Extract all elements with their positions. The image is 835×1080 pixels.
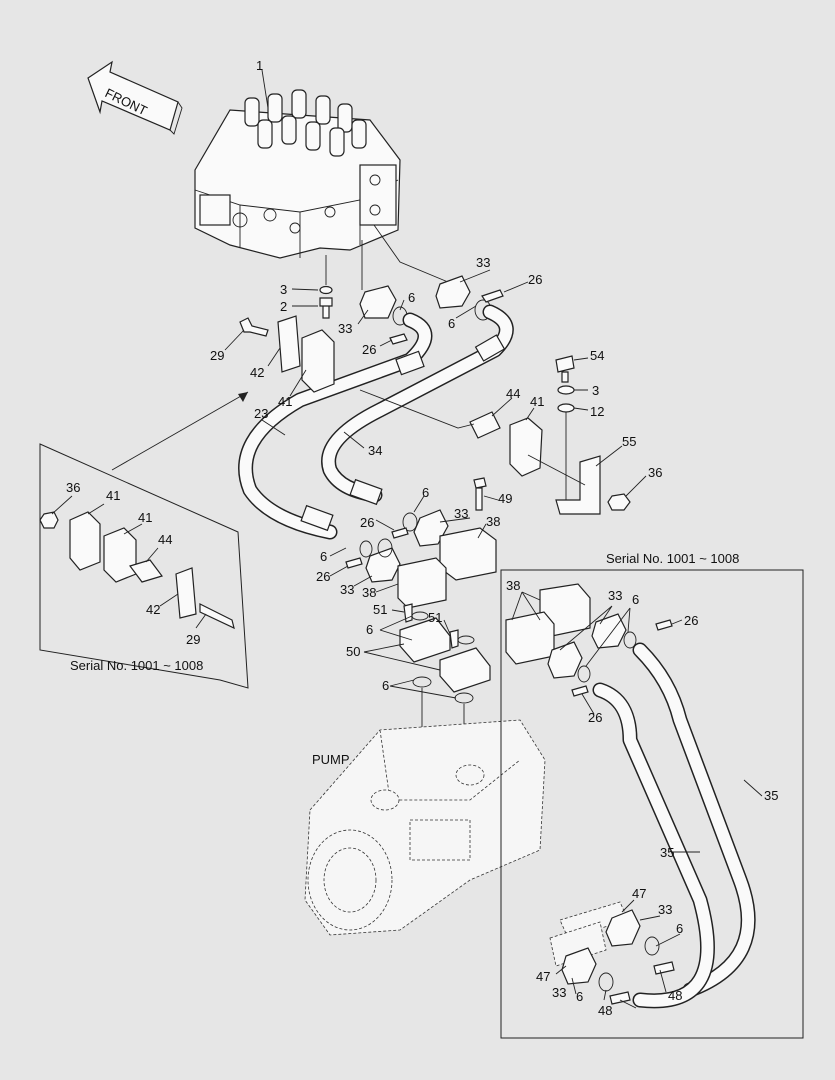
callout-26: 26 (588, 710, 602, 725)
callout-6: 6 (408, 290, 415, 305)
callout-33: 33 (454, 506, 468, 521)
callout-35: 35 (660, 845, 674, 860)
callout-6: 6 (448, 316, 455, 331)
callout-33: 33 (340, 582, 354, 597)
callout-26: 26 (316, 569, 330, 584)
callout-36: 36 (66, 480, 80, 495)
callout-47: 47 (536, 969, 550, 984)
callout-6: 6 (676, 921, 683, 936)
pump-label: PUMP (312, 752, 350, 767)
callout-44: 44 (506, 386, 520, 401)
callout-6: 6 (366, 622, 373, 637)
callout-2: 2 (280, 299, 287, 314)
callout-26: 26 (528, 272, 542, 287)
callout-6: 6 (576, 989, 583, 1004)
callout-26: 26 (684, 613, 698, 628)
callout-41: 41 (106, 488, 120, 503)
callout-38: 38 (362, 585, 376, 600)
callout-26: 26 (362, 342, 376, 357)
callout-3: 3 (592, 383, 599, 398)
callout-44: 44 (158, 532, 172, 547)
callout-50: 50 (346, 644, 360, 659)
front-arrow: FRONT (87, 60, 183, 135)
callout-35: 35 (764, 788, 778, 803)
callout-49: 49 (498, 491, 512, 506)
callout-38: 38 (506, 578, 520, 593)
callout-33: 33 (608, 588, 622, 603)
callout-48: 48 (598, 1003, 612, 1018)
callout-6: 6 (632, 592, 639, 607)
callout-48: 48 (668, 988, 682, 1003)
serial-note-right: Serial No. 1001 ~ 1008 (606, 551, 739, 566)
callout-51: 51 (373, 602, 387, 617)
callout-36: 36 (648, 465, 662, 480)
callout-34: 34 (368, 443, 382, 458)
callout-41: 41 (278, 394, 292, 409)
callout-6: 6 (320, 549, 327, 564)
callout-42: 42 (250, 365, 264, 380)
serial-note-left: Serial No. 1001 ~ 1008 (70, 658, 203, 673)
callout-26: 26 (360, 515, 374, 530)
pump (304, 719, 546, 936)
callout-33: 33 (476, 255, 490, 270)
callout-41: 41 (530, 394, 544, 409)
callout-38: 38 (486, 514, 500, 529)
callout-29: 29 (186, 632, 200, 647)
callout-3: 3 (280, 282, 287, 297)
callout-23: 23 (254, 406, 268, 421)
callout-labels: 1 3 2 29 42 41 23 33 6 26 33 6 26 54 3 1… (66, 58, 778, 1018)
callout-47: 47 (632, 886, 646, 901)
callout-6: 6 (382, 678, 389, 693)
left-inset-parts (39, 511, 235, 630)
callout-12: 12 (590, 404, 604, 419)
callout-42: 42 (146, 602, 160, 617)
callout-33: 33 (338, 321, 352, 336)
callout-33: 33 (658, 902, 672, 917)
callout-33: 33 (552, 985, 566, 1000)
callout-1: 1 (256, 58, 263, 73)
callout-29: 29 (210, 348, 224, 363)
right-inset-parts (505, 583, 756, 1009)
callout-51: 51 (428, 610, 442, 625)
callout-55: 55 (622, 434, 636, 449)
callout-54: 54 (590, 348, 604, 363)
control-valve (194, 89, 401, 259)
callout-41: 41 (138, 510, 152, 525)
callout-6: 6 (422, 485, 429, 500)
